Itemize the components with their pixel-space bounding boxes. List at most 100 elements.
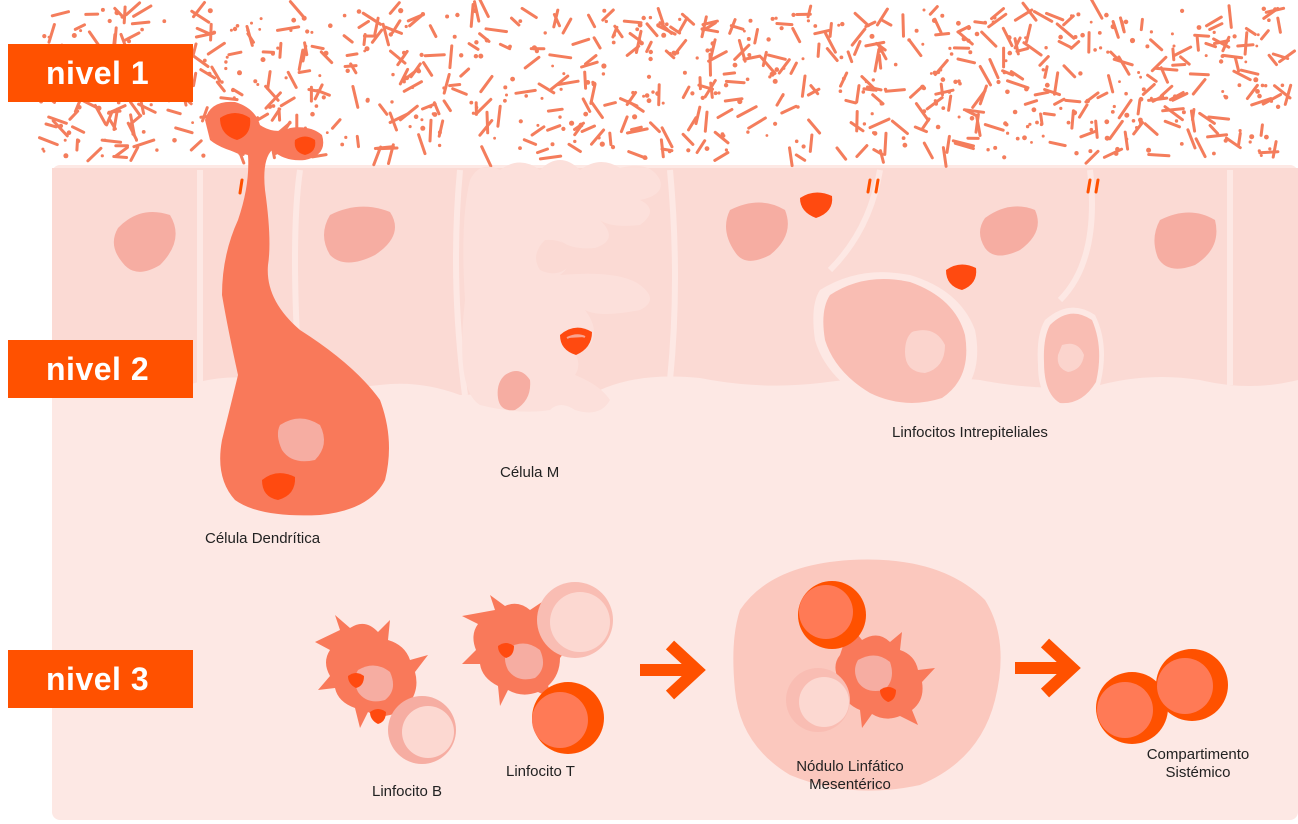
bacterium-dot [870, 34, 875, 39]
bacterium-rod [425, 55, 444, 56]
bacterium-dot [276, 47, 279, 50]
bacterium-rod [936, 90, 953, 94]
bacterium-rod [288, 72, 296, 87]
bacterium-rod [480, 34, 489, 42]
bacterium-dot [1045, 83, 1050, 88]
bacterium-dot [631, 91, 635, 95]
bacterium-rod [1193, 80, 1205, 94]
bacterium-dot [475, 106, 478, 109]
bacterium-dot [453, 35, 457, 39]
bacterium-dot [1268, 147, 1271, 150]
bacterium-dot [140, 28, 144, 32]
bacterium-rod [1045, 67, 1047, 78]
bacterium-dot [1104, 13, 1109, 18]
bacterium-dot [503, 85, 507, 89]
bacterium-rod [1149, 155, 1169, 156]
bacterium-dot [655, 91, 660, 96]
bacterium-rod [661, 140, 663, 157]
bacterium-rod [1210, 126, 1218, 134]
bacterium-dot [583, 112, 588, 117]
bacterium-dot [1098, 31, 1102, 35]
bacterium-rod [1113, 22, 1118, 38]
bacterium-rod [1193, 110, 1194, 120]
bacterium-rod [870, 119, 889, 128]
bacterium-rod [879, 55, 880, 68]
bacterium-rod [52, 12, 68, 16]
bacterium-dot [1239, 129, 1242, 132]
bacterium-dot [669, 52, 672, 55]
bacterium-rod [930, 7, 937, 15]
bacterium-rod [583, 99, 590, 111]
bacterium-dot [561, 127, 565, 131]
bacterium-dot [1118, 80, 1121, 83]
bacterium-rod [481, 77, 492, 92]
bacterium-dot [343, 14, 347, 18]
bacterium-dot [1219, 59, 1223, 63]
t-lymphocyte-nucleus [532, 692, 588, 748]
bacterium-dot [1013, 110, 1018, 115]
bacterium-dot [1257, 94, 1262, 99]
bacterium-dot [459, 53, 463, 57]
bacterium-dot [863, 122, 866, 125]
bacterium-dot [455, 13, 459, 17]
bacterium-dot [391, 73, 394, 76]
bacterium-dot [602, 9, 606, 13]
bacterium-rod [516, 90, 535, 93]
bacterium-dot [1255, 45, 1258, 48]
bacterium-rod [49, 25, 54, 43]
bacterium-dot [1003, 121, 1007, 125]
bacterium-rod [881, 151, 884, 163]
bacterium-dot [344, 136, 347, 139]
bacterium-rod [125, 33, 139, 40]
bacterium-dot [1173, 45, 1176, 48]
bacterium-rod [378, 148, 397, 149]
bacterium-dot [705, 146, 710, 151]
bacterium-rod [903, 15, 904, 37]
bacterium-dot [1249, 134, 1254, 139]
bacterium-rod [943, 148, 946, 167]
bacterium-dot [775, 17, 778, 20]
bacterium-rod [1110, 121, 1123, 138]
bacterium-dot [920, 85, 925, 90]
bacterium-rod [980, 67, 990, 85]
bacterium-rod [1208, 135, 1227, 137]
bacterium-dot [558, 115, 561, 118]
bacterium-dot [1002, 155, 1006, 159]
bacterium-dot [992, 20, 996, 24]
bacterium-dot [207, 72, 211, 76]
bacterium-dot [714, 91, 718, 95]
bacterium-dot [894, 63, 898, 67]
bacterium-dot [1212, 152, 1216, 156]
bacterium-dot [1032, 107, 1037, 112]
bacterium-rod [796, 155, 804, 160]
bacterium-dot [256, 83, 259, 86]
bacterium-dot [438, 130, 442, 134]
bacterium-dot [1074, 151, 1078, 155]
bacterium-rod [1148, 75, 1157, 81]
bacterium-dot [1132, 119, 1136, 123]
bacterium-dot [642, 95, 645, 98]
bacterium-rod [1145, 124, 1157, 135]
bacterium-rod [1151, 40, 1162, 50]
bacterium-rod [124, 7, 125, 23]
bacterium-rod [194, 73, 196, 85]
bacterium-rod [444, 75, 449, 94]
bacterium-dot [746, 130, 749, 133]
bacterium-dot [840, 56, 844, 60]
bacterium-dot [941, 106, 945, 110]
bacterium-rod [718, 110, 732, 118]
bacterium-dot [260, 17, 263, 20]
bacterium-dot [1072, 110, 1077, 115]
bacterium-rod [1086, 151, 1098, 163]
bacterium-dot [837, 24, 840, 27]
lymph-node-label: Nódulo Linfático Mesentérico [780, 758, 920, 794]
bacterium-dot [1146, 148, 1151, 153]
bacterium-rod [1125, 132, 1127, 149]
bacterium-rod [75, 25, 84, 30]
bacterium-dot [469, 101, 473, 105]
bacterium-rod [229, 52, 241, 55]
bacterium-dot [224, 67, 227, 70]
bacterium-dot [611, 145, 615, 149]
bacterium-rod [855, 13, 868, 25]
bacterium-dot [1139, 76, 1142, 79]
